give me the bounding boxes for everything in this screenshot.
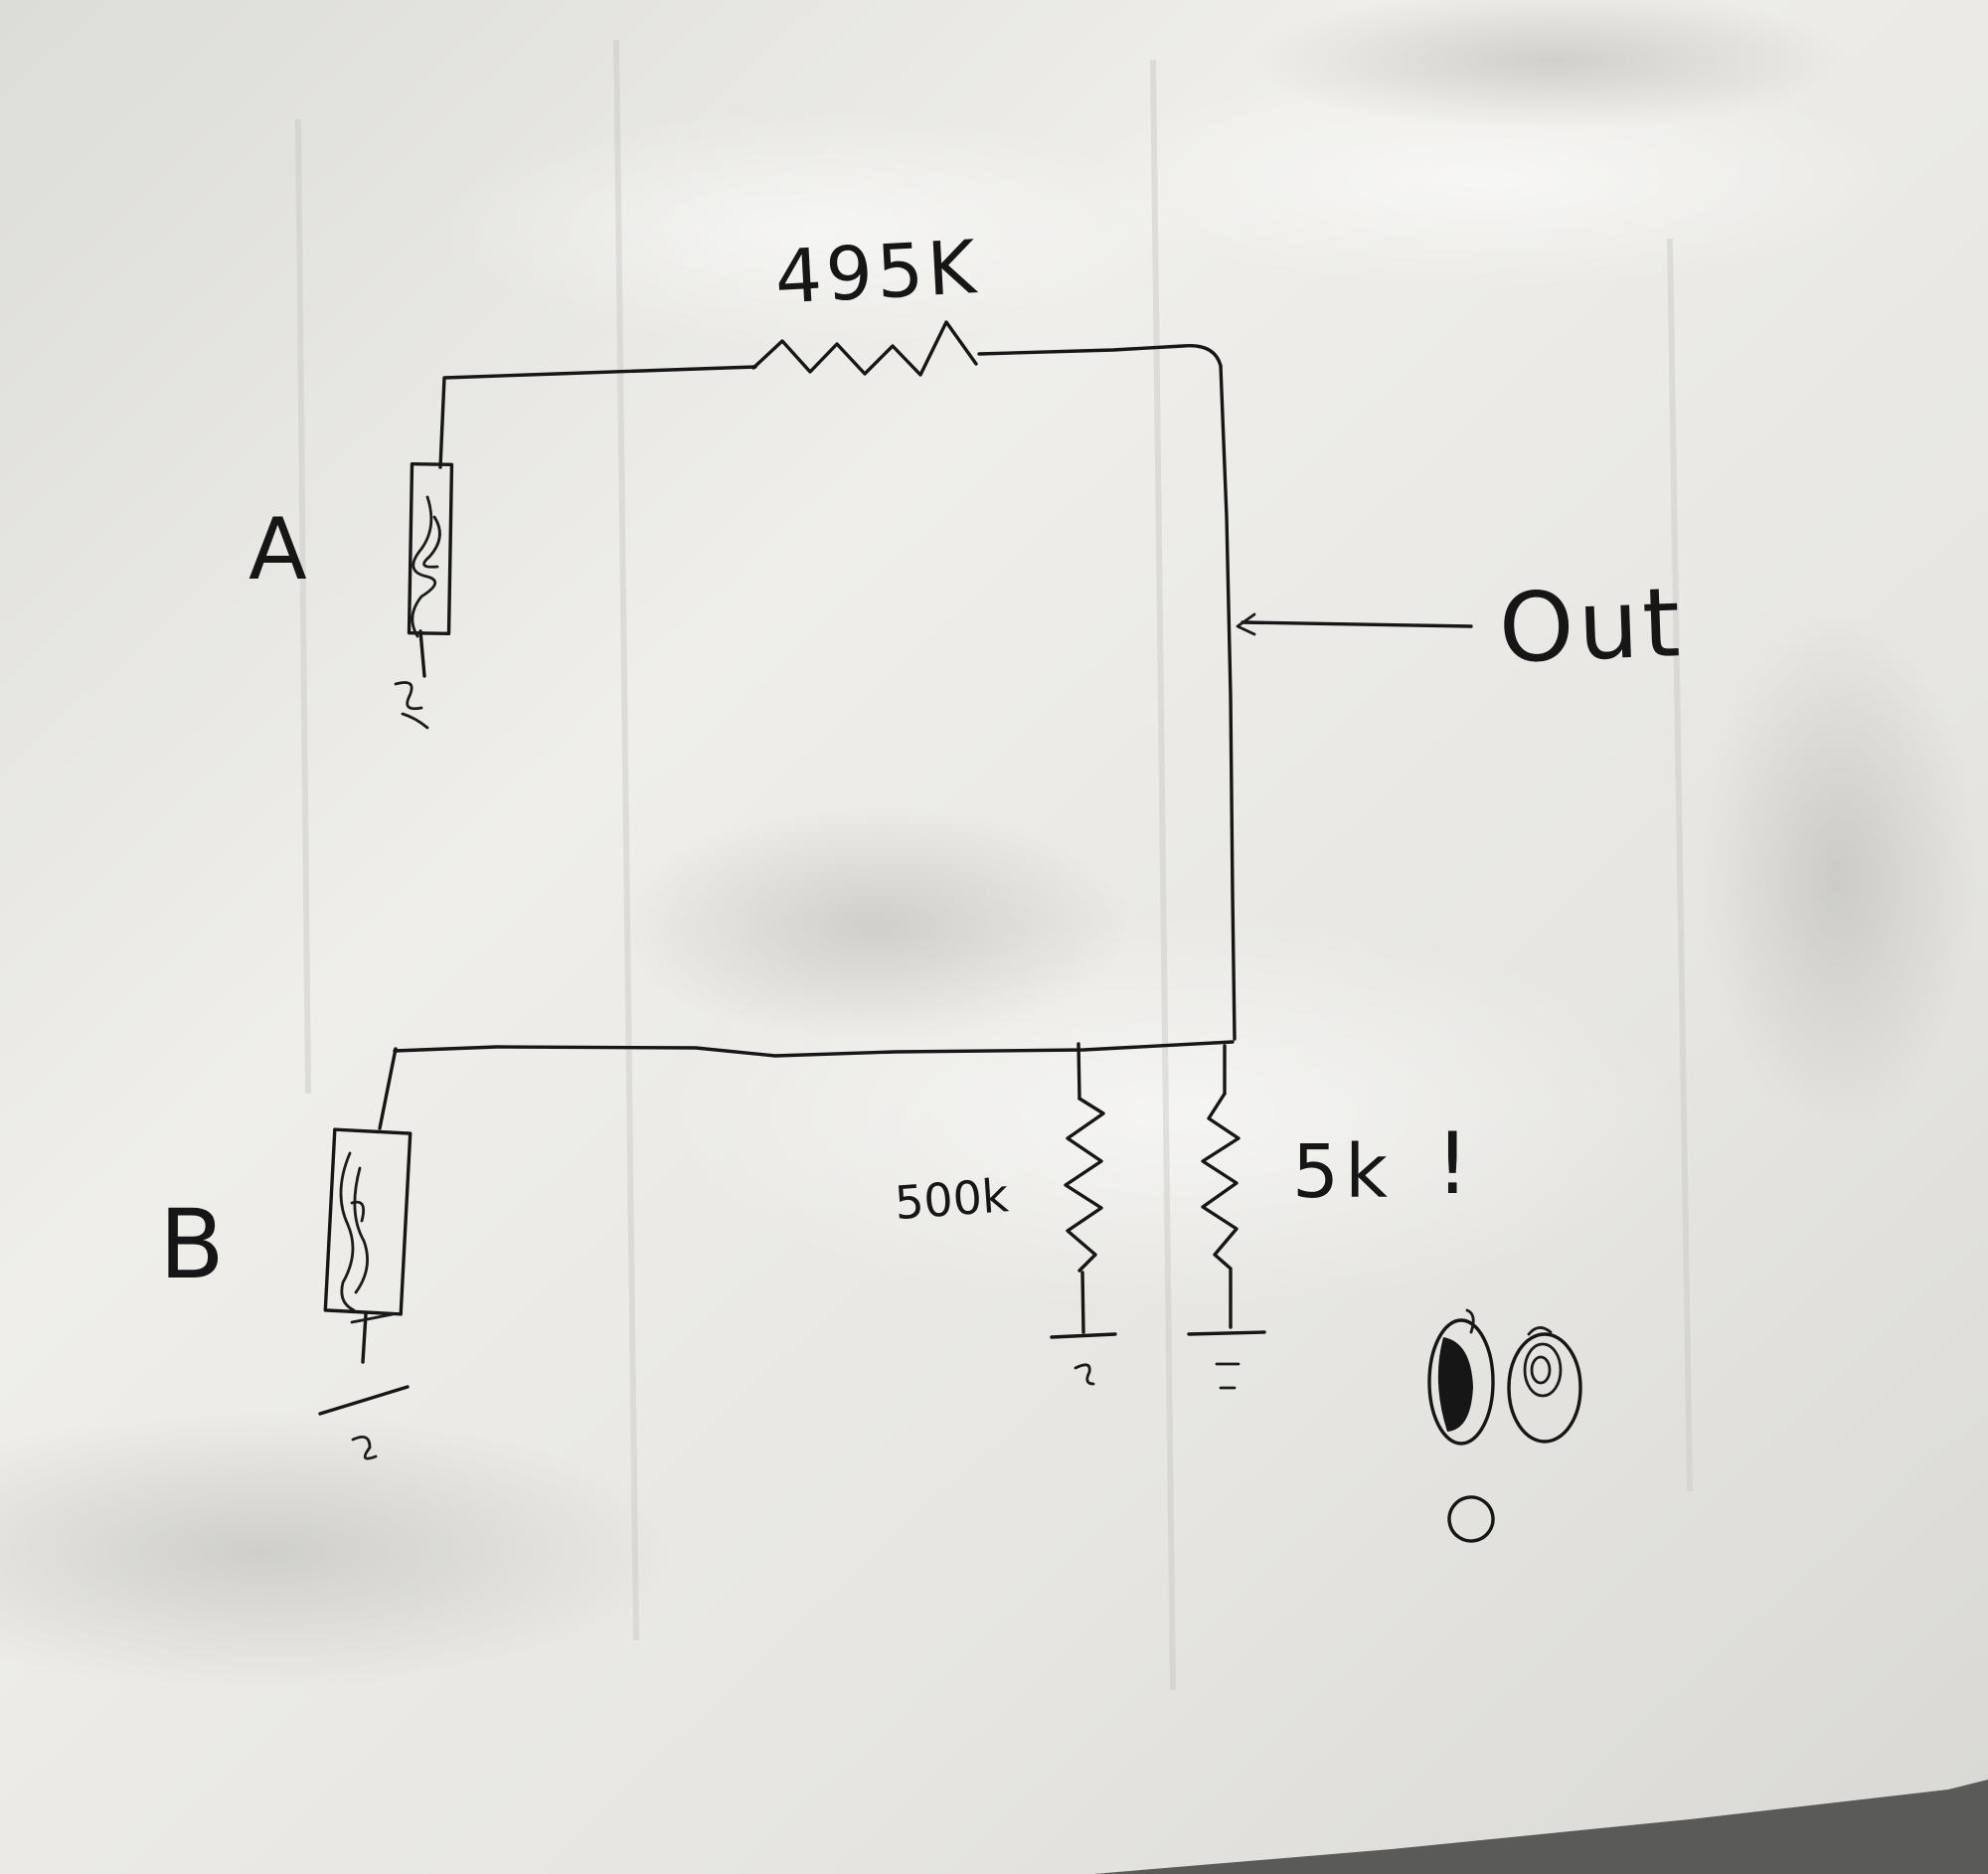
paper-shadow: [1700, 616, 1978, 1133]
resistor-5k: [1187, 1044, 1266, 1390]
wire-right-vertical: [1219, 364, 1237, 1041]
resistor-500k: [1050, 1042, 1117, 1386]
label-exclamation: !: [1435, 1114, 1469, 1214]
label-495k: 495K: [773, 225, 982, 321]
show-through-lines: [295, 39, 1693, 1691]
paper-crease: [1074, 70, 1908, 288]
output-wire: [1241, 620, 1473, 628]
label-out: Out: [1497, 567, 1686, 684]
sensor-a: [394, 461, 454, 730]
wire-bottom: [393, 1040, 1235, 1058]
paper-shadow: [1252, 0, 1849, 129]
paper-shadow: [616, 805, 1133, 1044]
wire-top-left: [438, 365, 757, 469]
label-a: A: [248, 500, 307, 599]
label-b: B: [159, 1189, 225, 1300]
surprised-face-doodle: [1427, 1308, 1582, 1543]
paper-crease: [437, 109, 1193, 348]
resistor-495k-symbol: [751, 320, 978, 377]
paper-shadow: [0, 1412, 676, 1690]
output-arrow: [1236, 612, 1256, 636]
label-5k: 5k: [1292, 1129, 1394, 1215]
wire-b-lead: [378, 1047, 398, 1130]
sensor-b: [318, 1127, 413, 1460]
label-500k: 500k: [893, 1168, 1010, 1230]
wire-top-right: [977, 343, 1223, 368]
